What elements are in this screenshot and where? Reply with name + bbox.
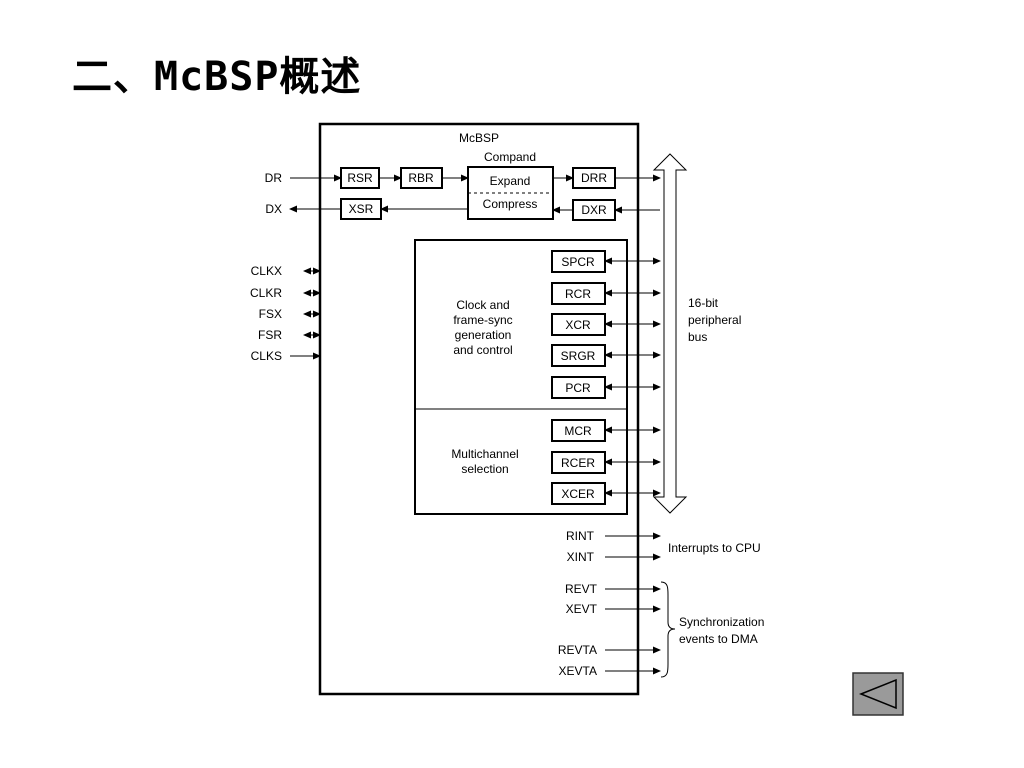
dr-pin: DR <box>265 171 283 185</box>
clkx-pin: CLKX <box>251 264 282 278</box>
xevt-signal: XEVT <box>566 602 598 616</box>
interrupts-label: Interrupts to CPU <box>668 541 761 555</box>
clock-block-line-2: frame-sync <box>453 313 512 327</box>
revta-signal: REVTA <box>558 643 597 657</box>
slide-title: 二、McBSP概述 <box>72 54 362 100</box>
compress-label: Compress <box>483 197 538 211</box>
sync-events-brace <box>660 581 676 678</box>
mcbsp-outer-box <box>318 122 640 696</box>
multichannel-line-2: selection <box>461 462 508 476</box>
rsr-register: RSR <box>347 171 373 185</box>
fsx-pin: FSX <box>259 307 282 321</box>
expand-label: Expand <box>490 174 531 188</box>
clks-pin: CLKS <box>251 349 282 363</box>
clkr-pin: CLKR <box>250 286 282 300</box>
clock-block-line-4: and control <box>453 343 512 357</box>
fsr-pin: FSR <box>258 328 282 342</box>
drr-register: DRR <box>581 171 607 185</box>
pcr-register: PCR <box>565 381 591 395</box>
xcer-register: XCER <box>561 487 595 501</box>
rcer-register: RCER <box>561 456 595 470</box>
clock-block-line-3: generation <box>455 328 512 342</box>
bus-label-line-3: bus <box>688 330 707 344</box>
multichannel-line-1: Multichannel <box>451 447 518 461</box>
control-block-box <box>414 239 628 515</box>
dx-pin: DX <box>265 202 282 216</box>
sync-label-line-2: events to DMA <box>679 632 758 646</box>
peripheral-bus-arrow <box>652 153 688 514</box>
rcr-register: RCR <box>565 287 591 301</box>
xcr-register: XCR <box>565 318 591 332</box>
compand-label: Compand <box>484 150 536 164</box>
sync-label-line-1: Synchronization <box>679 615 764 629</box>
spcr-register: SPCR <box>561 255 595 269</box>
dxr-register: DXR <box>581 203 607 217</box>
rint-signal: RINT <box>566 529 595 543</box>
srgr-register: SRGR <box>561 349 596 363</box>
clock-block-line-1: Clock and <box>456 298 509 312</box>
bus-label-line-1: 16-bit <box>688 296 719 310</box>
rbr-register: RBR <box>408 171 434 185</box>
xint-signal: XINT <box>567 550 595 564</box>
bus-label-line-2: peripheral <box>688 313 741 327</box>
back-button[interactable] <box>852 672 904 716</box>
mcbsp-title: McBSP <box>459 131 499 145</box>
xevta-signal: XEVTA <box>559 664 597 678</box>
revt-signal: REVT <box>565 582 598 596</box>
mcr-register: MCR <box>564 424 592 438</box>
xsr-register: XSR <box>349 202 374 216</box>
triangle-left-icon <box>858 678 897 710</box>
